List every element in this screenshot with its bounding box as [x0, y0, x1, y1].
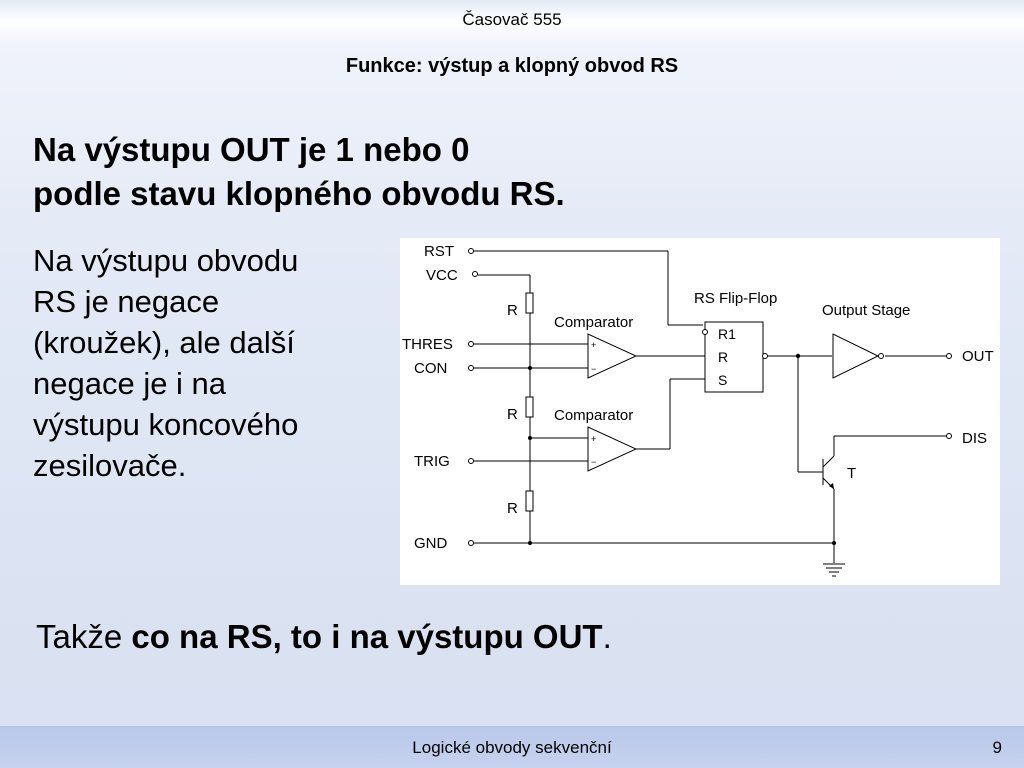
junction-dots	[528, 353, 836, 545]
resistor-label: R	[507, 406, 518, 423]
resistor-middle	[525, 396, 534, 418]
pin-label-vcc: VCC	[426, 267, 458, 284]
flipflop-input-r1: R1	[718, 326, 736, 342]
header-bar: Časovač 555	[0, 0, 1024, 40]
comparator-plus: +	[591, 434, 596, 444]
comparator-minus: −	[591, 364, 596, 374]
transistor-label: T	[847, 465, 856, 482]
rs-flipflop-box	[704, 321, 764, 393]
pin-label-dis: DIS	[962, 430, 987, 447]
pin-label-gnd: GND	[414, 535, 448, 552]
comparator-label: Comparator	[554, 314, 633, 331]
conclusion-bold: co na RS, to i na výstupu OUT	[131, 618, 603, 655]
footer-title: Logické obvody sekvenční	[412, 738, 612, 757]
conclusion-plain: Takže	[36, 618, 132, 655]
flipflop-input-s: S	[718, 372, 727, 388]
pin-label-con: CON	[414, 360, 447, 377]
circuit-svg: RST VCC THRES CON TRIG GND OUT DIS R R R…	[402, 243, 994, 577]
pin-circles	[468, 248, 952, 546]
conclusion-text: Takže co na RS, to i na výstupu OUT.	[36, 618, 936, 656]
comparator-label: Comparator	[554, 407, 633, 424]
comparator-plus: +	[591, 340, 596, 350]
body-line: RS je negace	[33, 284, 220, 319]
resistor-top	[525, 292, 534, 314]
slide-heading: Na výstupu OUT je 1 nebo 0 podle stavu k…	[33, 128, 733, 216]
comparator-lower	[587, 426, 638, 472]
output-stage-label: Output Stage	[822, 302, 910, 319]
resistor-bottom	[525, 490, 534, 512]
resistor-label: R	[507, 500, 518, 517]
body-line: (kroužek), ale další	[33, 325, 295, 360]
conclusion-end: .	[602, 618, 612, 655]
pin-label-trig: TRIG	[414, 453, 450, 470]
heading-line: Na výstupu OUT je 1 nebo 0	[33, 131, 470, 168]
comparator-upper	[587, 333, 638, 379]
circuit-diagram-555: RST VCC THRES CON TRIG GND OUT DIS R R R…	[400, 238, 1000, 585]
footer-bar: Logické obvody sekvenční 9	[0, 726, 1024, 768]
top-title: Časovač 555	[462, 10, 562, 29]
output-stage-buffer	[832, 333, 880, 379]
resistor-label: R	[507, 302, 518, 319]
emitter-arrow	[829, 483, 834, 489]
pin-label-rst: RST	[424, 243, 454, 260]
pin-label-thres: THRES	[402, 336, 453, 353]
body-line: negace je i na	[33, 366, 227, 401]
flipflop-label: RS Flip-Flop	[694, 290, 777, 307]
slide-subtitle: Funkce: výstup a klopný obvod RS	[345, 55, 679, 77]
body-line: výstupu koncového	[33, 407, 299, 442]
page-number: 9	[992, 738, 1002, 757]
comparator-minus: −	[591, 457, 596, 467]
body-line: Na výstupu obvodu	[33, 243, 299, 278]
heading-line: podle stavu klopného obvodu RS.	[33, 175, 565, 212]
wires	[474, 250, 946, 577]
body-text: Na výstupu obvodu RS je negace (kroužek)…	[33, 240, 393, 486]
pin-label-out: OUT	[962, 348, 994, 365]
flipflop-input-r: R	[718, 349, 728, 365]
body-line: zesilovače.	[33, 448, 187, 483]
